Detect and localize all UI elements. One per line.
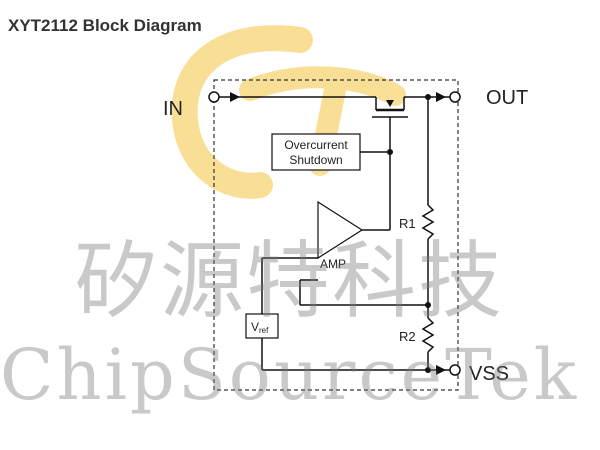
r2-resistor (421, 317, 435, 353)
error-amplifier (317, 200, 364, 260)
pass-mosfet (372, 97, 408, 150)
r1-label: R1 (399, 216, 416, 231)
overcurrent-shutdown-block (271, 133, 361, 171)
out-terminal (449, 91, 461, 103)
vref-label: Vref (251, 320, 269, 335)
amp-label: AMP (320, 257, 346, 271)
ground-node (425, 367, 431, 373)
r2-label: R2 (399, 329, 416, 344)
in-terminal (208, 91, 220, 103)
diagram-title: XYT2112 Block Diagram (8, 16, 202, 35)
ocp-label-1: Overcurrent (284, 138, 348, 152)
in-arrow (230, 92, 240, 102)
in-pin-label: IN (163, 98, 183, 120)
ocp-label-2: Shutdown (289, 153, 342, 167)
r1-resistor (421, 204, 435, 240)
vss-terminal (449, 364, 461, 376)
chip-boundary (213, 79, 459, 391)
watermark-english: ChipSourceTek (0, 334, 580, 416)
watermark-chinese: 矽源特科技 (74, 232, 505, 330)
out-arrow (436, 92, 446, 102)
vss-arrow (436, 365, 446, 375)
out-pin-label: OUT (486, 87, 528, 109)
vss-pin-label: VSS (469, 363, 509, 385)
